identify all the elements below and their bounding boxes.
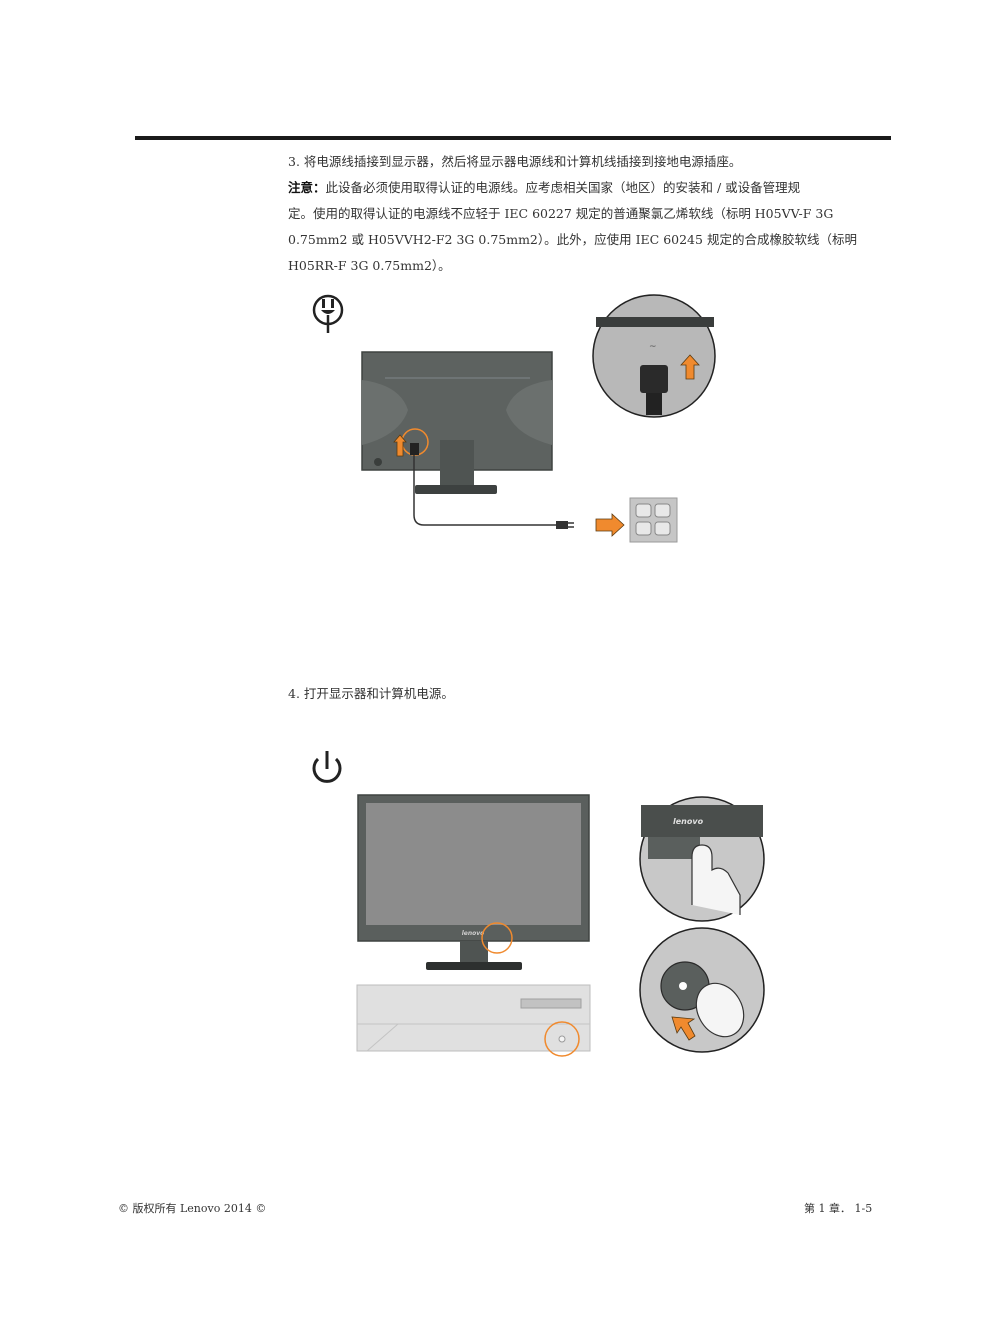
note-line-1: 注意：此设备必须使用取得认证的电源线。应考虑相关国家（地区）的安装和 / 或设备…: [288, 175, 888, 201]
up-arrow-icon: [393, 434, 407, 457]
callout-circle-monitor-button: [481, 922, 513, 954]
zoom-inset-monitor-button: lenovo: [639, 796, 765, 922]
up-arrow-icon: [671, 1016, 696, 1041]
power-cord: [413, 455, 558, 526]
footer-copyright: © 版权所有 Lenovo 2014 ©: [118, 1202, 267, 1215]
computer-case: [356, 984, 591, 1052]
step-3-instruction: 3. 将电源线插接到显示器，然后将显示器电源线和计算机线插接到接地电源插座。: [288, 154, 742, 169]
brand-logo: lenovo: [462, 930, 485, 937]
step-4-instruction: 4. 打开显示器和计算机电源。: [288, 686, 454, 701]
power-on-illustration: lenovo lenovo: [312, 751, 765, 1057]
brand-logo-zoom: lenovo: [673, 817, 704, 826]
zoom-inset-computer-button: [639, 927, 765, 1053]
footer-page-number: 第 1 章． 1-5: [804, 1202, 873, 1215]
power-plug-icon: [312, 294, 344, 333]
right-arrow-icon: [595, 513, 625, 537]
monitor-front-view: lenovo: [357, 794, 590, 970]
callout-circle-computer-button: [544, 1021, 580, 1057]
note-text-1: 此设备必须使用取得认证的电源线。应考虑相关国家（地区）的安装和 / 或设备管理规: [325, 180, 801, 195]
power-connection-illustration: ~: [312, 294, 716, 543]
header-rule: [135, 136, 891, 140]
step-3-section: 3. 将电源线插接到显示器，然后将显示器电源线和计算机线插接到接地电源插座。 注…: [288, 149, 888, 279]
note-line-3: 0.75mm2 或 H05VVH2-F2 3G 0.75mm2）。此外，应使用 …: [288, 232, 857, 247]
note-line-2: 定。使用的取得认证的电源线不应轻于 IEC 60227 规定的普通聚氯乙烯软线（…: [288, 206, 834, 221]
zoom-inset-port: ~: [592, 294, 716, 418]
monitor-rear-view: [361, 351, 553, 494]
ac-symbol: ~: [649, 342, 657, 352]
wall-outlet: [629, 497, 678, 543]
note-label: 注意：: [288, 180, 326, 195]
note-line-4: H05RR-F 3G 0.75mm2）。: [288, 258, 451, 273]
power-symbol-icon: [312, 751, 342, 783]
